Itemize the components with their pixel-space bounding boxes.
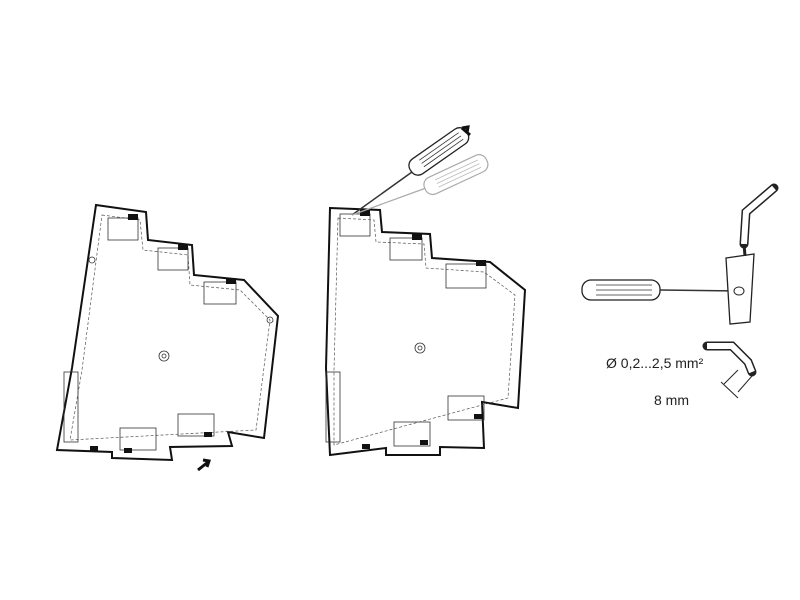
strip-length-label: 8 mm [654,392,689,408]
screwdriver-icon [581,279,741,301]
terminal-blocks [90,214,237,453]
device-tilted [55,203,280,472]
rail-clip [325,371,341,443]
stripped-wire-icon [702,341,757,399]
wire-connection-detail: Ø 0,2...2,5 mm² 8 mm [581,183,779,408]
device-mounted [324,125,527,457]
rail-clip [63,371,79,443]
terminal-blocks [339,210,487,449]
screwdriver-icon [351,125,489,216]
terminal-clamp [725,253,755,325]
wire-icon [739,183,779,257]
wire-cross-section-label: Ø 0,2...2,5 mm² [606,355,704,371]
push-arrow-icon [197,458,211,472]
rotate-arrow-icon [461,125,471,137]
